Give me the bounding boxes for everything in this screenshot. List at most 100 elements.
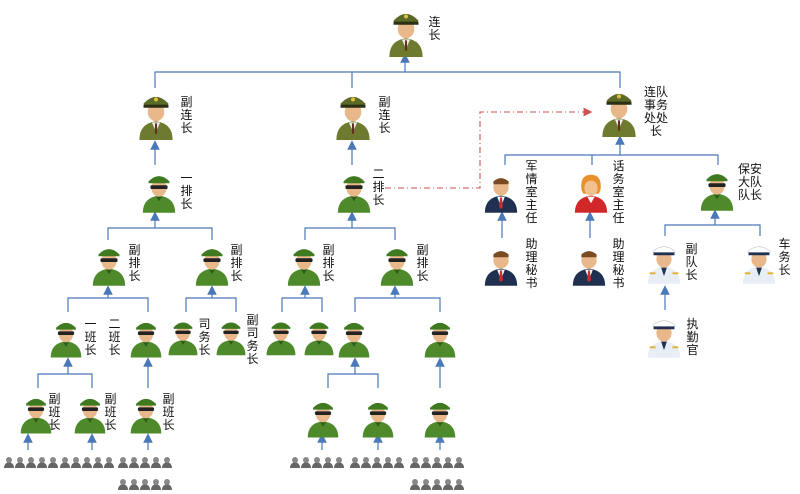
- assistant-secretary-1-icon: [482, 238, 520, 286]
- mini-soldier-icon: [383, 455, 393, 469]
- deputy-platoon-1a-label: 副排长: [128, 243, 141, 283]
- assistant-secretary-2-icon: [570, 238, 608, 286]
- security-captain-icon: [698, 163, 736, 211]
- mini-soldier-icon: [162, 455, 172, 469]
- deputy-squad-1-label: 副班长: [48, 392, 61, 432]
- intel-director-icon: [482, 165, 520, 213]
- mini-soldier-icon: [410, 477, 420, 491]
- quartermaster-icon: [166, 312, 200, 356]
- transport-chief-icon: [740, 236, 778, 284]
- mini-soldier-icon: [104, 455, 114, 469]
- mini-soldier-icon: [118, 455, 128, 469]
- mini-soldier-icon: [454, 477, 464, 491]
- mini-soldier-icon: [312, 455, 322, 469]
- security-captain-label: 保安大队队长: [737, 162, 762, 202]
- commander-label: 连长: [428, 15, 441, 42]
- mini-soldier-icon: [71, 455, 81, 469]
- duty-officer-icon: [645, 310, 683, 358]
- mini-soldier-icon: [37, 455, 47, 469]
- comms-director-icon: [572, 165, 610, 213]
- mini-soldier-icon: [15, 455, 25, 469]
- platoon-leader-2-label: 二排长: [372, 167, 385, 207]
- soldier-icon: [264, 312, 298, 356]
- mini-soldier-icon: [361, 455, 371, 469]
- mini-soldier-icon: [443, 455, 453, 469]
- soldier-icon: [336, 312, 372, 358]
- soldier-group: [60, 455, 114, 469]
- mini-soldier-icon: [421, 455, 431, 469]
- soldier-group: [4, 455, 58, 469]
- platoon-leader-1-label: 一排长: [180, 171, 193, 211]
- mini-soldier-icon: [140, 477, 150, 491]
- mini-soldier-icon: [48, 455, 58, 469]
- mini-soldier-icon: [93, 455, 103, 469]
- mini-soldier-icon: [372, 455, 382, 469]
- mini-soldier-icon: [323, 455, 333, 469]
- comms-director-label: 话务室主任: [612, 159, 625, 225]
- deputy-commander-center-label: 副连长: [378, 95, 391, 135]
- soldier-group: [290, 455, 344, 469]
- deputy-commander-center-icon: [332, 88, 374, 140]
- assistant-secretary-1-label: 助理秘书: [525, 237, 538, 290]
- mini-soldier-icon: [162, 477, 172, 491]
- deputy-platoon-2a-label: 副排长: [322, 243, 335, 283]
- mini-soldier-icon: [26, 455, 36, 469]
- soldier-group: [350, 455, 404, 469]
- soldier-group: [118, 455, 172, 469]
- deputy-commander-left-label: 副连长: [180, 95, 193, 135]
- soldier-group: [410, 455, 464, 469]
- deputy-platoon-1b-icon: [193, 238, 231, 286]
- soldier-icon: [422, 312, 458, 358]
- deputy-platoon-1a-icon: [90, 238, 128, 286]
- mini-soldier-icon: [118, 477, 128, 491]
- intel-director-label: 军情室主任: [525, 159, 538, 225]
- mini-soldier-icon: [432, 477, 442, 491]
- mini-soldier-icon: [334, 455, 344, 469]
- mini-soldier-icon: [432, 455, 442, 469]
- commander-icon: [385, 5, 427, 57]
- mini-soldier-icon: [350, 455, 360, 469]
- soldier-icon: [302, 312, 336, 356]
- deputy-platoon-2a-icon: [285, 238, 323, 286]
- mini-soldier-icon: [60, 455, 70, 469]
- mini-soldier-icon: [151, 455, 161, 469]
- deputy-squad-3-label: 副班长: [162, 392, 175, 432]
- deputy-platoon-2b-label: 副排长: [416, 243, 429, 283]
- transport-chief-label: 车务长: [778, 237, 791, 277]
- soldier-icon: [305, 392, 341, 438]
- soldier-icon: [360, 392, 396, 438]
- mini-soldier-icon: [421, 477, 431, 491]
- soldier-icon: [422, 392, 458, 438]
- mini-soldier-icon: [394, 455, 404, 469]
- mini-soldier-icon: [82, 455, 92, 469]
- deputy-platoon-2b-icon: [378, 238, 416, 286]
- mini-soldier-icon: [290, 455, 300, 469]
- assistant-secretary-2-label: 助理秘书: [612, 237, 625, 290]
- squad-leader-1-label: 一班长: [84, 317, 97, 357]
- deputy-platoon-1b-label: 副排长: [230, 243, 243, 283]
- deputy-squad-2-label: 副班长: [104, 392, 117, 432]
- mini-soldier-icon: [140, 455, 150, 469]
- deputy-commander-left-icon: [135, 88, 177, 140]
- deputy-captain-icon: [645, 236, 683, 284]
- mini-soldier-icon: [410, 455, 420, 469]
- quartermaster-label: 司务长: [198, 317, 211, 357]
- mini-soldier-icon: [4, 455, 14, 469]
- mini-soldier-icon: [454, 455, 464, 469]
- platoon-leader-1-icon: [140, 165, 178, 213]
- mini-soldier-icon: [129, 477, 139, 491]
- soldier-icon: [72, 388, 108, 434]
- squad-leader-2-icon: [128, 312, 164, 358]
- mini-soldier-icon: [443, 477, 453, 491]
- mini-soldier-icon: [129, 455, 139, 469]
- soldier-group: [410, 477, 464, 491]
- duty-officer-label: 执勤官: [686, 317, 699, 357]
- squad-leader-1-icon: [48, 312, 84, 358]
- affairs-chief-icon: [598, 85, 640, 137]
- mini-soldier-icon: [301, 455, 311, 469]
- deputy-quartermaster-icon: [214, 312, 248, 356]
- deputy-quartermaster-label: 副司务长: [246, 313, 259, 366]
- soldier-icon: [128, 388, 164, 434]
